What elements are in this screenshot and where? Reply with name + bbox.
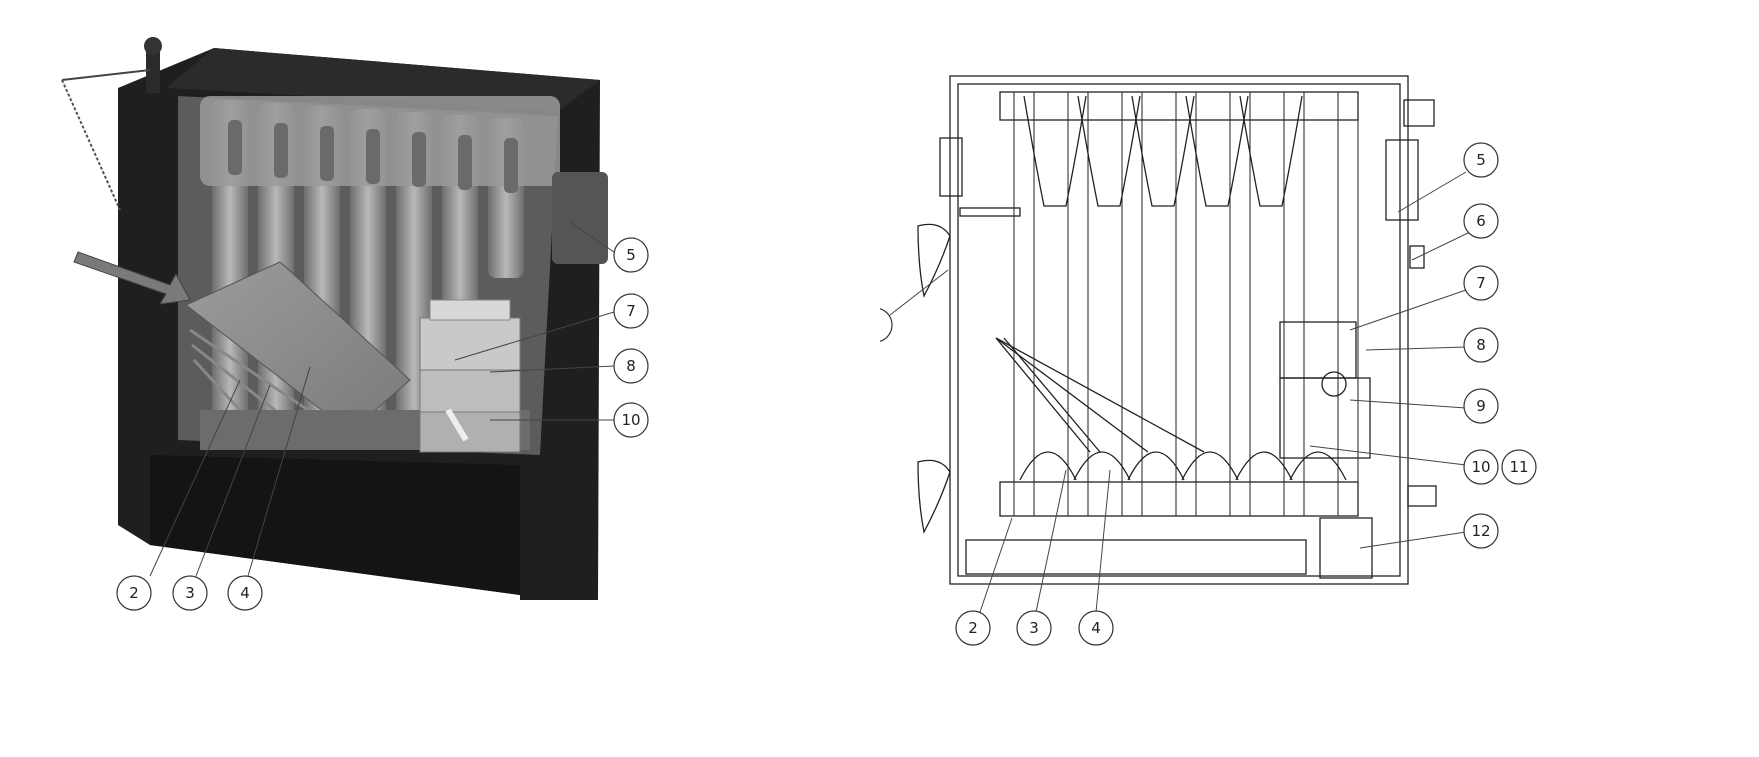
refractory-blocks [419,299,521,453]
svg-text:4: 4 [1091,619,1101,637]
callout-8: 8 [613,348,649,384]
boiler-cutaway-illustration: 2 3 4 5 7 8 10 [61,37,649,611]
callout-3: 3 [172,575,208,611]
baffle-plate [185,261,411,433]
section-svg: 1 2 3 4 5 6 7 8 [880,75,1537,646]
callout-9: 9 [1463,388,1499,424]
casing-top [166,48,600,110]
callout-5: 5 [613,237,649,273]
callout-12: 12 [1463,513,1499,549]
svg-text:10: 10 [1471,458,1490,476]
callout-5: 5 [1463,142,1499,178]
fuel-arrow [73,251,191,305]
svg-text:10: 10 [621,411,640,429]
svg-text:2: 2 [129,584,139,602]
svg-text:11: 11 [1509,458,1528,476]
callouts-right: 1 2 3 4 5 6 7 8 [880,142,1537,646]
cutaway-svg: 2 3 4 5 7 8 10 [61,37,649,611]
svg-text:8: 8 [1476,336,1486,354]
section-outline [917,75,1437,585]
callout-2: 2 [116,575,152,611]
callouts-left: 2 3 4 5 7 8 10 [116,221,649,611]
callout-10: 10 [613,402,649,438]
flue-outlet [552,172,608,264]
callout-4: 4 [227,575,263,611]
callout-3: 3 [1016,610,1052,646]
callout-1: 1 [880,308,893,342]
callout-7: 7 [1463,265,1499,301]
callout-11: 11 [1501,449,1537,485]
callout-7: 7 [613,293,649,329]
svg-text:4: 4 [240,584,250,602]
svg-text:2: 2 [968,619,978,637]
svg-text:7: 7 [1476,274,1486,292]
callout-4: 4 [1078,610,1114,646]
svg-text:8: 8 [626,357,636,375]
svg-text:7: 7 [626,302,636,320]
svg-text:9: 9 [1476,397,1486,415]
callout-10: 10 [1463,449,1499,485]
top-handle [146,45,160,93]
svg-text:3: 3 [1029,619,1039,637]
callout-8: 8 [1463,327,1499,363]
boiler-section-drawing: 1 2 3 4 5 6 7 8 [880,0,1759,757]
callout-2: 2 [955,610,991,646]
svg-text:3: 3 [185,584,195,602]
casing-lower-front [150,455,520,595]
svg-text:12: 12 [1471,522,1490,540]
callout-6: 6 [1463,203,1499,239]
svg-text:6: 6 [1476,212,1486,230]
svg-text:5: 5 [626,246,636,264]
svg-text:5: 5 [1476,151,1486,169]
